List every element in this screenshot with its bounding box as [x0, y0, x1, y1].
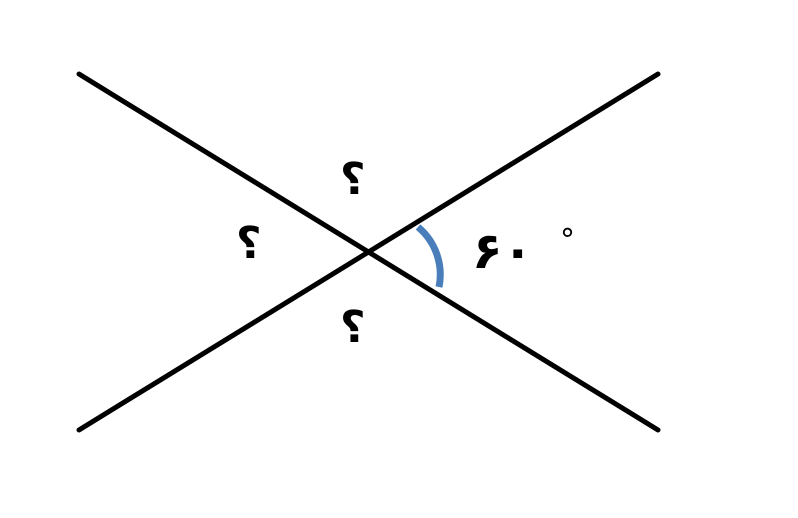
line-ascending: [76, 71, 661, 433]
angle-arc: [415, 224, 444, 288]
unknown-angle-top: ؟: [340, 154, 366, 205]
known-angle-value: ۶۰: [472, 222, 534, 280]
unknown-angle-bottom: ؟: [340, 302, 366, 353]
degree-symbol: °: [560, 223, 575, 258]
unknown-angle-left: ؟: [236, 218, 262, 269]
